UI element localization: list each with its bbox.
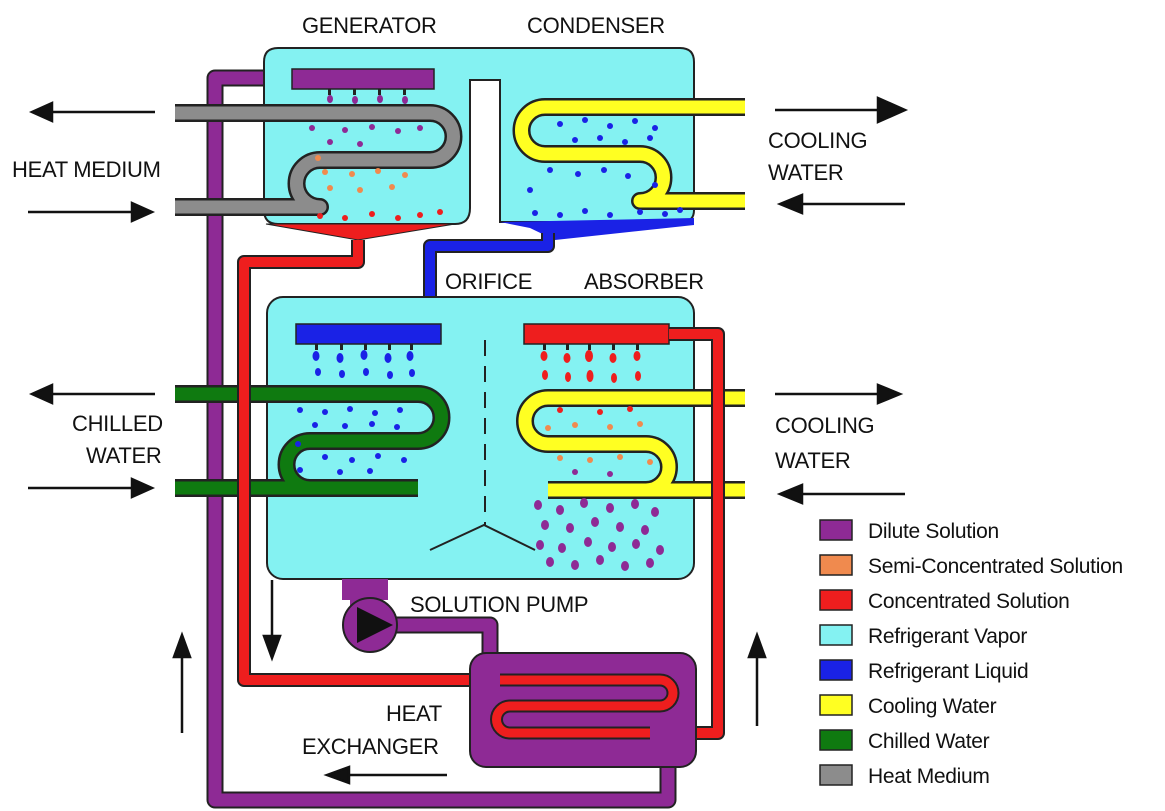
legend-swatch xyxy=(819,729,853,751)
legend-label: Chilled Water xyxy=(868,730,990,753)
concentrated-solution-line-to-exchanger xyxy=(237,240,505,687)
orifice-label: ORIFICE xyxy=(445,269,532,294)
flow-arrows xyxy=(28,96,909,785)
legend-swatch xyxy=(819,519,853,541)
legend-item: Cooling Water xyxy=(819,694,997,718)
legend-swatch xyxy=(819,659,853,681)
arrow-chilled-water-in xyxy=(28,477,156,499)
cooling-water-top-label-line1: COOLING xyxy=(768,128,867,153)
absorber-droplets xyxy=(534,350,664,571)
heat-exchanger xyxy=(469,652,697,768)
arrow-up-right-return xyxy=(747,631,767,726)
legend: Dilute Solution Semi-Concentrated Soluti… xyxy=(819,519,1123,788)
condenser-cooling-coil xyxy=(512,98,745,210)
evaporator-spray-header xyxy=(295,323,442,350)
legend-swatch xyxy=(819,624,853,646)
legend-item: Heat Medium xyxy=(819,764,990,788)
heat-medium-coil xyxy=(175,104,463,216)
evaporator-droplets xyxy=(295,350,415,475)
condenser-label: CONDENSER xyxy=(527,13,665,38)
arrow-chilled-water-out xyxy=(28,383,155,405)
legend-item: Refrigerant Vapor xyxy=(819,624,1028,648)
legend-item: Concentrated Solution xyxy=(819,589,1070,613)
dilute-solution-return-pipe xyxy=(206,69,677,809)
condenser-droplets xyxy=(527,117,683,218)
arrow-left-heat-exchanger xyxy=(323,765,447,785)
legend-label: Heat Medium xyxy=(868,765,990,788)
legend-label: Cooling Water xyxy=(868,695,997,718)
legend-item: Dilute Solution xyxy=(819,519,999,543)
legend-item: Refrigerant Liquid xyxy=(819,659,1029,683)
arrow-cooling-water-mid-out xyxy=(775,383,904,405)
legend-label: Semi-Concentrated Solution xyxy=(868,555,1123,578)
generator-spray-header xyxy=(291,68,435,95)
generator-droplets xyxy=(309,95,443,221)
cooling-water-mid-label-line2: WATER xyxy=(775,448,851,473)
absorber-label: ABSORBER xyxy=(584,269,704,294)
legend-label: Concentrated Solution xyxy=(868,590,1070,613)
legend-label: Dilute Solution xyxy=(868,520,999,543)
legend-label: Refrigerant Vapor xyxy=(868,625,1027,648)
legend-label: Refrigerant Liquid xyxy=(868,660,1028,683)
generator-condenser-vessel xyxy=(263,47,695,241)
legend-swatch xyxy=(819,694,853,716)
legend-swatch xyxy=(819,589,853,611)
chilled-water-label-line1: CHILLED xyxy=(72,411,163,436)
refrigerant-liquid-line xyxy=(423,233,555,322)
heat-exchanger-label-line1: HEAT xyxy=(386,701,442,726)
heat-medium-label: HEAT MEDIUM xyxy=(12,157,161,182)
cooling-water-top-label-line2: WATER xyxy=(768,160,844,185)
legend-item: Chilled Water xyxy=(819,729,990,753)
chilled-water-coil xyxy=(175,385,451,497)
heat-exchanger-label-line2: EXCHANGER xyxy=(302,734,439,759)
cooling-water-mid-label-line1: COOLING xyxy=(775,413,874,438)
arrow-up-left-return xyxy=(172,631,192,733)
legend-item: Semi-Concentrated Solution xyxy=(819,554,1123,578)
generator-label: GENERATOR xyxy=(302,13,437,38)
solution-pump-label: SOLUTION PUMP xyxy=(410,592,588,617)
pump-discharge-pipe xyxy=(395,616,499,656)
arrow-cooling-water-mid-in xyxy=(776,483,905,505)
chilled-water-label-line2: WATER xyxy=(86,443,162,468)
diagram-labels: GENERATOR CONDENSER HEAT MEDIUM COOLING … xyxy=(12,13,875,759)
legend-swatch xyxy=(819,764,853,786)
arrow-cooling-water-top-out xyxy=(775,96,909,124)
arrow-heat-medium-out xyxy=(28,101,155,123)
solution-pump xyxy=(342,592,398,653)
arrow-down-generator-return xyxy=(262,580,282,662)
legend-swatch xyxy=(819,554,853,576)
arrow-heat-medium-in xyxy=(28,201,156,223)
arrow-cooling-water-top-in xyxy=(776,193,905,215)
absorber-cooling-coil xyxy=(516,389,745,499)
